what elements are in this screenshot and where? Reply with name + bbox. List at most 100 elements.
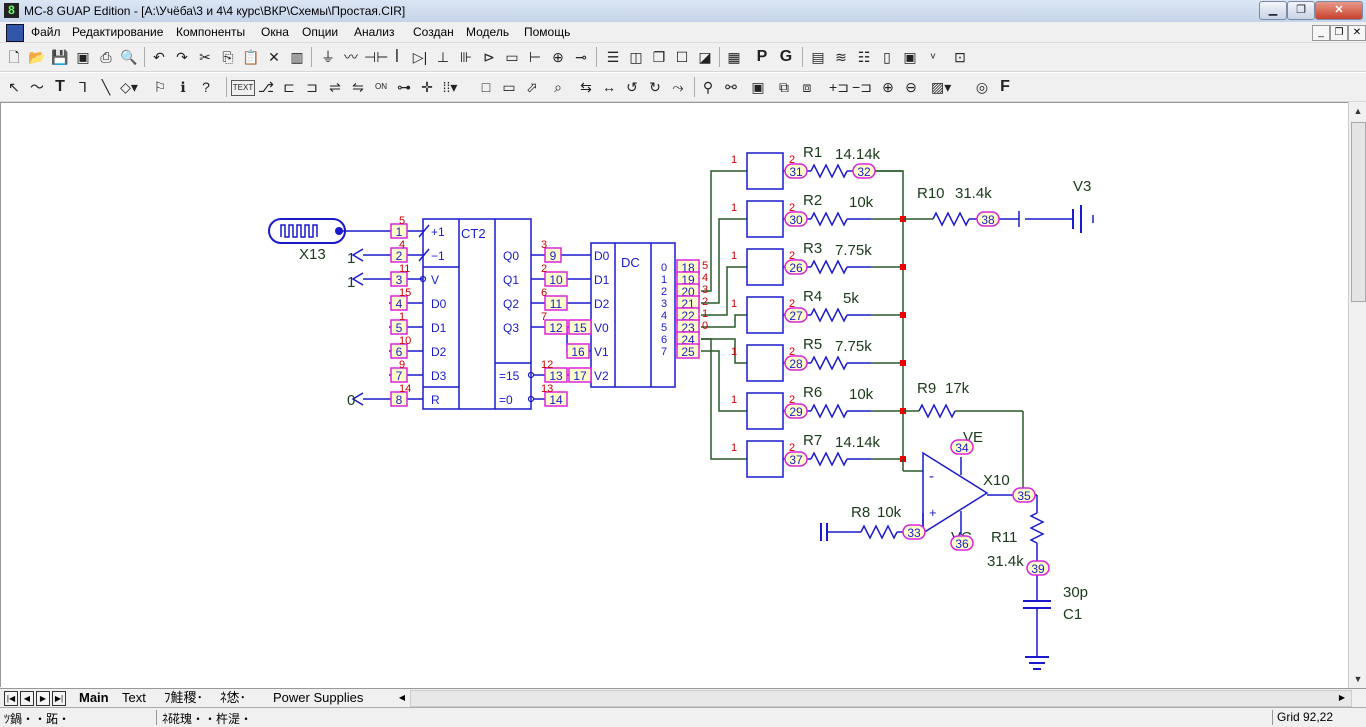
cross-icon[interactable]: ✛ <box>421 79 433 95</box>
p-button[interactable]: P <box>756 48 768 65</box>
mdi-minimize-button[interactable]: _ <box>1312 25 1330 41</box>
print-preview-icon[interactable]: 🔍 <box>120 49 138 65</box>
scroll-down-icon[interactable]: ▼ <box>1353 674 1363 684</box>
save-all-icon[interactable]: ▣ <box>76 49 90 65</box>
diode-icon[interactable]: ▷| <box>412 49 428 65</box>
r9-feedback[interactable]: R9 17k <box>903 380 1024 495</box>
tab-power-supplies[interactable]: Power Supplies <box>273 690 364 705</box>
wire-icon[interactable]: 〜 <box>30 79 44 95</box>
capacitor-icon[interactable]: ⊣⊢ <box>364 49 389 65</box>
picture-icon[interactable]: ▣ <box>903 49 917 65</box>
zoom-in-icon[interactable]: ⊕ <box>882 79 894 95</box>
menu-windows[interactable]: Окна <box>261 25 289 39</box>
remove-page-icon[interactable]: −⊐ <box>852 79 872 95</box>
r8[interactable]: R8 10k <box>820 504 924 541</box>
delete-icon[interactable]: ✕ <box>268 49 280 65</box>
tab-models[interactable]: ﾌ鮭稷･ <box>164 690 204 705</box>
orthogonal-wire-icon[interactable]: ⅂ <box>79 79 87 95</box>
resistor-icon[interactable]: 〰 <box>344 49 358 65</box>
flip-icon[interactable]: ↔ <box>602 79 616 95</box>
paste-block-icon[interactable]: ⧈ <box>802 79 812 95</box>
probe-icon[interactable]: ⊶ <box>397 79 411 95</box>
undo-icon[interactable]: ↶ <box>153 49 165 65</box>
tab-last-icon[interactable]: ▶| <box>52 691 66 706</box>
new-file-icon[interactable]: 🗋 <box>8 49 20 65</box>
horizontal-tile-icon[interactable]: ☰ <box>606 49 620 65</box>
mdi-close-button[interactable]: ✕ <box>1348 25 1366 41</box>
transistor-icon[interactable]: ⊕ <box>552 49 564 65</box>
f-button[interactable]: F <box>1000 78 1010 95</box>
save-icon[interactable]: 💾 <box>51 49 69 65</box>
component-list-icon[interactable]: ▤ <box>811 49 825 65</box>
pulse-source[interactable]: X13 <box>268 218 346 263</box>
minimize-button[interactable]: ▁ <box>1259 1 1287 20</box>
binoculars-icon[interactable]: ⚲ <box>702 79 714 95</box>
close-button[interactable]: ✕ <box>1315 1 1363 20</box>
frame-icon[interactable]: ▭ <box>502 79 516 95</box>
menu-create[interactable]: Создан <box>413 25 454 39</box>
scroll-left-icon[interactable]: ◀ <box>398 693 406 702</box>
pin-list-icon[interactable]: ☷ <box>857 49 871 65</box>
document-icon[interactable] <box>6 24 24 42</box>
jfet-icon[interactable]: ⊢ <box>528 49 542 65</box>
find-icon[interactable]: ⌕ <box>554 79 562 95</box>
redo-icon[interactable]: ↷ <box>176 49 188 65</box>
shape-icon[interactable]: ◇▾ <box>120 79 138 95</box>
monitor-icon[interactable]: ▣ <box>751 79 765 95</box>
menu-components[interactable]: Компоненты <box>176 25 246 39</box>
library-icon[interactable]: ▥ <box>290 49 304 65</box>
menu-edit[interactable]: Редактирование <box>72 25 164 39</box>
inductor-icon[interactable]: ꟾ <box>394 49 400 65</box>
info-icon[interactable]: ℹ <box>180 79 186 95</box>
opamp-icon[interactable]: ⊸ <box>575 49 587 65</box>
horizontal-scrollbar[interactable] <box>410 690 1352 707</box>
pin-numbers-icon[interactable]: ⊐ <box>306 79 318 95</box>
mirror-icon[interactable]: ⇆ <box>580 79 592 95</box>
window-icon[interactable]: ☐ <box>675 49 689 65</box>
help-pointer-icon[interactable]: ? <box>202 79 210 95</box>
fill-icon[interactable]: ▨▾ <box>931 79 952 95</box>
battery-icon[interactable]: ⊪ <box>459 49 473 65</box>
step-icon[interactable]: ⤳ <box>672 79 684 95</box>
voltage-source-icon[interactable]: ⊥ <box>436 49 450 65</box>
values-icon[interactable]: ᵛ <box>930 49 936 65</box>
add-page-icon[interactable]: +⊐ <box>829 79 849 95</box>
tab-first-icon[interactable]: |◀ <box>4 691 18 706</box>
r10-v3[interactable]: R10 31.4k V3 <box>903 178 1094 233</box>
tab-text[interactable]: Text <box>122 690 146 705</box>
menu-file[interactable]: Файл <box>31 25 61 39</box>
menu-model[interactable]: Модель <box>466 25 510 39</box>
cursor-icon[interactable]: ◎ <box>975 79 989 95</box>
menu-help[interactable]: Помощь <box>524 25 571 39</box>
menu-options[interactable]: Опции <box>302 25 339 39</box>
move-icon[interactable]: ⬀ <box>526 79 538 95</box>
ground-icon[interactable]: ⏚ <box>321 49 335 65</box>
copy-icon[interactable]: ⎘ <box>222 49 234 65</box>
tab-prev-icon[interactable]: ◀ <box>20 691 34 706</box>
scroll-up-icon[interactable]: ▲ <box>1353 106 1363 116</box>
tab-next-icon[interactable]: ▶ <box>36 691 50 706</box>
rotate-right-icon[interactable]: ↻ <box>649 79 661 95</box>
select-arrow-icon[interactable]: ↖ <box>8 79 20 95</box>
tab-info[interactable]: ﾈ恷･ <box>220 690 247 705</box>
pin-names-icon[interactable]: ⊏ <box>283 79 295 95</box>
vertical-scrollbar[interactable]: ▲ ▼ <box>1348 102 1366 688</box>
find-next-icon[interactable]: ⚯ <box>725 79 737 95</box>
copy-block-icon[interactable]: ⧉ <box>779 79 789 95</box>
scroll-thumb[interactable] <box>1351 122 1366 302</box>
pnp-icon[interactable]: ▭ <box>505 49 519 65</box>
menu-analysis[interactable]: Анализ <box>354 25 395 39</box>
cut-icon[interactable]: ✂ <box>199 49 211 65</box>
tab-main[interactable]: Main <box>79 690 109 705</box>
model-icon[interactable]: ▯ <box>883 49 891 65</box>
restore-button[interactable]: ❐ <box>1287 1 1315 20</box>
npn-icon[interactable]: ⊳ <box>483 49 495 65</box>
vertical-tile-icon[interactable]: ◫ <box>629 49 643 65</box>
rotate-left-icon[interactable]: ↺ <box>626 79 638 95</box>
on-off-icon[interactable]: ON <box>375 82 387 91</box>
help-icon[interactable]: ⊡ <box>954 49 966 65</box>
diagonal-wire-icon[interactable]: ╲ <box>101 79 111 95</box>
r11-c1[interactable]: R11 31.4k 30p C1 <box>987 495 1088 670</box>
